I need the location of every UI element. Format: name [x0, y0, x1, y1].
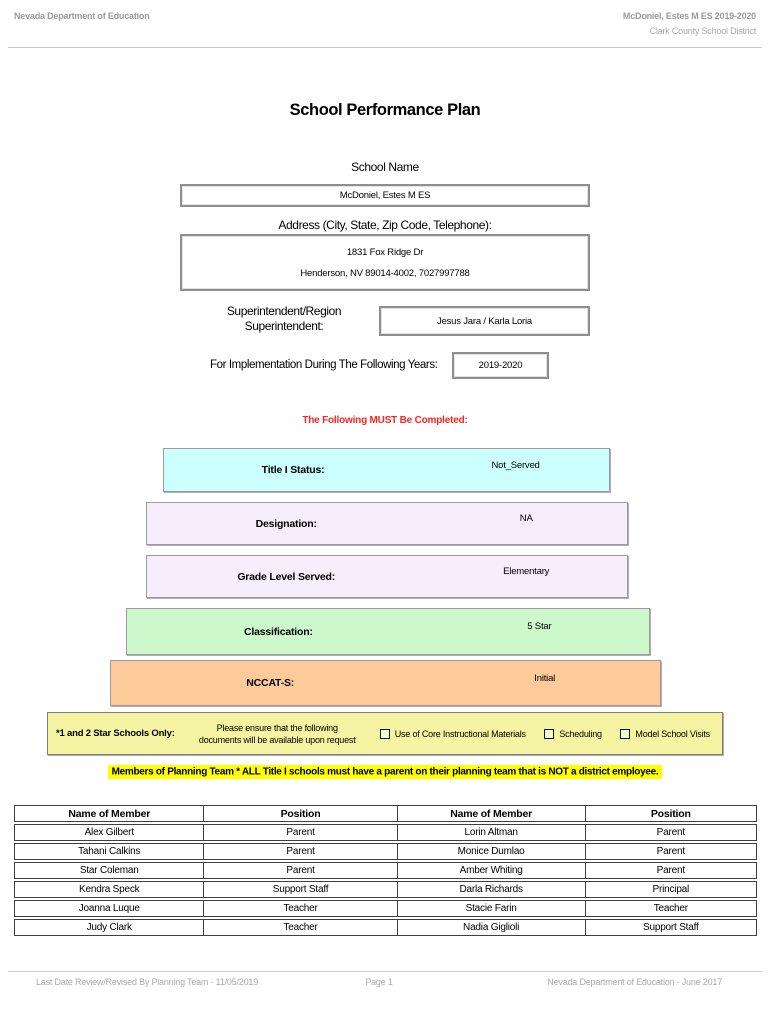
address-line1: 1831 Fox Ridge Dr [346, 246, 424, 258]
star-schools-label: *1 and 2 Star Schools Only: [56, 728, 175, 739]
school-name-value: McDoniel, Estes M ES [339, 190, 431, 201]
superintendent-field[interactable]: Jesus Jara / Karla Loria [379, 306, 590, 336]
page-title: School Performance Plan [289, 101, 481, 119]
checkbox-item-model-visits[interactable]: Model School Visits [620, 728, 710, 739]
member-name: Joanna Luque [14, 900, 204, 917]
member-name: Tahani Calkins [14, 843, 204, 860]
classification-label: Classification: [243, 625, 313, 638]
classification-value: 5 Star [527, 621, 552, 632]
status-box-classification: Classification: 5 Star [126, 608, 650, 655]
footer-divider [8, 971, 762, 972]
col-header-name-1: Name of Member [14, 805, 204, 822]
status-box-title-i: Title I Status: Not_Served [163, 448, 610, 492]
col-header-name-2: Name of Member [396, 805, 585, 822]
status-box-nccat-s: NCCAT-S: Initial [110, 660, 661, 706]
member-name: Lorin Altman [396, 824, 585, 841]
checkbox-item-scheduling[interactable]: Scheduling [544, 728, 602, 739]
member-name: Amber Whiting [396, 862, 585, 879]
superintendent-label-line1: Superintendent/Region [226, 304, 342, 318]
footer-agency-date: Nevada Department of Education - June 20… [547, 977, 722, 987]
table-header-row: Name of Member Position Name of Member P… [14, 805, 757, 822]
status-box-grade-level: Grade Level Served: Elementary [146, 555, 628, 598]
member-position: Parent [203, 843, 397, 860]
member-position: Support Staff [203, 881, 397, 898]
member-position: Parent [203, 862, 397, 879]
member-name: Star Coleman [14, 862, 204, 879]
checkbox-label-core-materials: Use of Core Instructional Materials [394, 728, 526, 739]
grade-level-value: Elementary [503, 566, 550, 577]
members-notice: Members of Planning Team * ALL Title I s… [0, 764, 770, 779]
checkbox-item-core-materials[interactable]: Use of Core Instructional Materials [379, 728, 526, 739]
footer-page-number: Page 1 [365, 977, 393, 987]
star-schools-note-line1: Please ensure that the following [216, 722, 338, 733]
table-row: Alex Gilbert Parent Lorin Altman Parent [14, 824, 757, 841]
checkbox-icon[interactable] [379, 728, 390, 739]
star-schools-note-line2: documents will be available upon request [198, 734, 356, 745]
status-box-designation: Designation: NA [146, 502, 628, 545]
implementation-years-value: 2019-2020 [478, 360, 523, 371]
school-name-field[interactable]: McDoniel, Estes M ES [180, 184, 590, 207]
header-divider [8, 47, 762, 48]
member-position: Teacher [584, 900, 757, 917]
table-row: Kendra Speck Support Staff Darla Richard… [14, 881, 757, 898]
member-name: Alex Gilbert [14, 824, 204, 841]
member-name: Darla Richards [396, 881, 585, 898]
page-header: Nevada Department of Education McDoniel,… [14, 11, 756, 36]
member-position: Teacher [203, 900, 397, 917]
must-complete-notice: The Following MUST Be Completed: [302, 415, 468, 426]
col-header-position-1: Position [203, 805, 397, 822]
col-header-position-2: Position [584, 805, 757, 822]
superintendent-label: Superintendent/Region Superintendent: [195, 304, 373, 334]
header-agency: Nevada Department of Education [14, 11, 150, 21]
designation-value: NA [519, 513, 533, 524]
member-position: Parent [584, 824, 757, 841]
table-row: Star Coleman Parent Amber Whiting Parent [14, 862, 757, 879]
checkbox-icon[interactable] [544, 728, 555, 739]
member-position: Principal [584, 881, 757, 898]
table-row: Joanna Luque Teacher Stacie Farin Teache… [14, 900, 757, 917]
address-label: Address (City, State, Zip Code, Telephon… [278, 218, 492, 232]
implementation-years-label: For Implementation During The Following … [210, 359, 438, 371]
implementation-years-field[interactable]: 2019-2020 [452, 352, 549, 379]
member-name: Nadia Giglioli [396, 919, 585, 936]
title-i-status-value: Not_Served [491, 459, 540, 471]
member-name: Kendra Speck [14, 881, 204, 898]
checkbox-label-model-visits: Model School Visits [635, 728, 710, 739]
nccat-s-label: NCCAT-S: [246, 677, 295, 689]
member-position: Support Staff [584, 919, 757, 936]
grade-level-label: Grade Level Served: [237, 570, 336, 583]
title-i-status-label: Title I Status: [261, 464, 325, 476]
superintendent-value: Jesus Jara / Karla Loria [437, 315, 532, 327]
header-right: McDoniel, Estes M ES 2019-2020 Clark Cou… [623, 11, 756, 36]
star-schools-note: Please ensure that the following documen… [193, 722, 361, 746]
header-school-year: McDoniel, Estes M ES 2019-2020 [622, 11, 756, 21]
address-line2: Henderson, NV 89014-4002, 7027997788 [300, 267, 470, 279]
page-footer: Last Date Review/Revised By Planning Tea… [36, 977, 722, 987]
school-name-label: School Name [351, 160, 419, 174]
table-row: Judy Clark Teacher Nadia Giglioli Suppor… [14, 919, 757, 936]
checkbox-label-scheduling: Scheduling [559, 728, 602, 739]
members-notice-highlight: Members of Planning Team * ALL Title I s… [107, 764, 663, 779]
planning-team-table: Name of Member Position Name of Member P… [14, 803, 757, 938]
member-position: Parent [203, 824, 397, 841]
nccat-s-value: Initial [534, 672, 556, 684]
member-name: Monice Dumlao [396, 843, 585, 860]
table-row: Tahani Calkins Parent Monice Dumlao Pare… [14, 843, 757, 860]
header-district: Clark County School District [649, 26, 757, 36]
member-name: Judy Clark [14, 919, 204, 936]
checkbox-icon[interactable] [620, 728, 631, 739]
superintendent-label-line2: Superintendent: [244, 319, 324, 333]
member-position: Teacher [203, 919, 397, 936]
star-schools-box: *1 and 2 Star Schools Only: Please ensur… [47, 712, 723, 755]
member-position: Parent [584, 843, 757, 860]
footer-revision-date: Last Date Review/Revised By Planning Tea… [36, 977, 259, 987]
member-position: Parent [584, 862, 757, 879]
member-name: Stacie Farin [396, 900, 585, 917]
designation-label: Designation: [255, 517, 317, 530]
address-field[interactable]: 1831 Fox Ridge Dr Henderson, NV 89014-40… [180, 234, 590, 291]
